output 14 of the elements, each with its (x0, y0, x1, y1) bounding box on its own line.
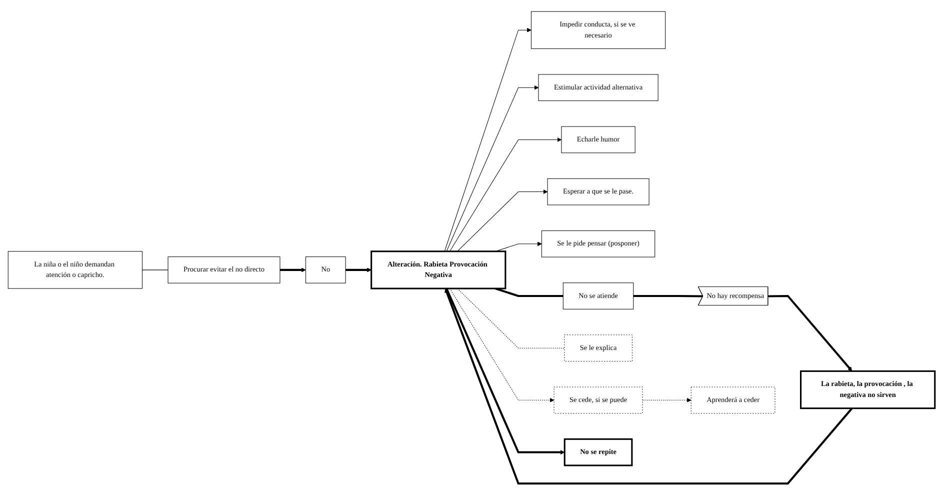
connector (633, 294, 704, 298)
arrow (642, 398, 692, 402)
arrow (457, 190, 548, 252)
arrow (444, 288, 853, 484)
arrow (768, 294, 852, 372)
arrow (280, 268, 306, 272)
connector (495, 288, 564, 298)
arrow (450, 288, 554, 402)
connector (457, 288, 565, 348)
arrow (446, 288, 565, 455)
arrow (446, 85, 539, 252)
arrow (444, 28, 532, 252)
arrow (346, 268, 372, 272)
arrow (450, 137, 562, 252)
